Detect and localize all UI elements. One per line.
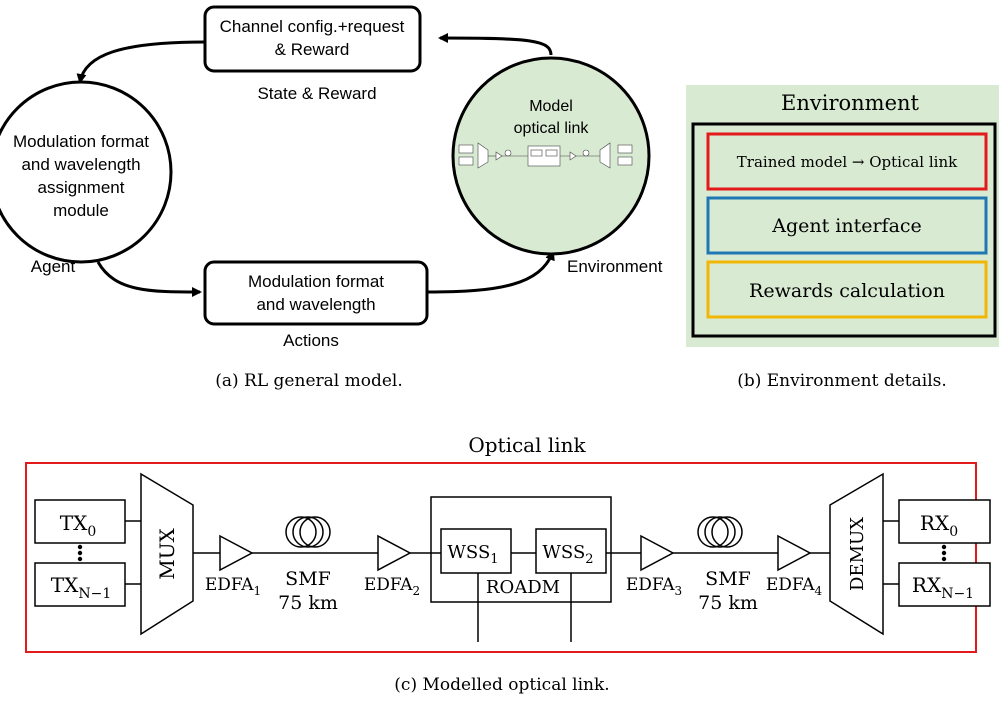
mini-optical-link-icon [458,142,633,169]
agent-circle-line4: module [53,201,109,220]
arrow-agent-to-bottom [96,261,202,297]
arrow-env-to-top [438,33,553,56]
demux-label: DEMUX [847,517,868,591]
smf1-coil-b [292,516,324,548]
agent-interface-box [706,196,988,255]
state-reward-box [203,5,422,73]
edfa3-label: EDFA3 [626,575,682,598]
smf1-line1: SMF [285,568,331,590]
optical-link-diagram: Optical link [25,433,991,695]
roadm-label: ROADM [486,577,560,598]
smf2-line2: 75 km [698,592,758,614]
environment-inner-box [691,122,997,338]
state-reward-label: State & Reward [257,84,376,103]
smf2-line1: SMF [705,568,751,590]
arrow-bottom-to-env [426,250,555,294]
wss2-label: WSS2 [542,542,593,567]
txn-box [34,562,126,607]
smf1-coil-a [285,516,317,548]
rx-ellipsis [941,544,947,562]
trained-model-text: Trained model → Optical link [737,153,958,171]
edfa4-label: EDFA4 [766,575,823,598]
rl-general-model: Channel config.+request & Reward State &… [0,5,663,391]
agent-circle-line1: Modulation format [13,132,149,151]
agent-circle [0,80,173,264]
smf2-coil-c [711,516,743,548]
rewards-calculation-box [706,260,988,319]
roadm-box [430,496,612,603]
edfa3-amplifier [640,534,675,572]
mux-block [140,472,194,636]
optical-link-title: Optical link [468,433,586,457]
actions-label: Actions [283,331,339,350]
caption-a: (a) RL general model. [215,371,403,391]
caption-c: (c) Modelled optical link. [394,675,609,695]
wss1-box [440,528,512,574]
caption-b: (b) Environment details. [737,371,947,391]
environment-title: Environment [781,91,920,115]
edfa1-amplifier [219,534,254,572]
rewards-calculation-text: Rewards calculation [749,280,945,302]
optical-link-frame [25,462,977,653]
smf1-coil-c [299,516,331,548]
state-reward-box-line1: Channel config.+request [220,17,405,36]
rx0-label: RX0 [920,511,958,540]
environment-panel [686,85,999,347]
tx0-label: TX0 [60,511,97,540]
tx-ellipsis [77,544,83,562]
mux-label: MUX [155,527,179,579]
rxn-label: RXN−1 [912,573,974,602]
agent-circle-line2: and wavelength [21,155,140,174]
smf2-coil-a [697,516,729,548]
edfa1-label: EDFA1 [205,575,261,598]
agent-interface-text: Agent interface [771,215,922,237]
actions-box-line1: Modulation format [248,272,384,291]
rx0-box [898,499,991,544]
rxn-box [898,562,991,607]
agent-circle-line3: assignment [38,178,125,197]
txn-label: TXN−1 [51,573,111,602]
wss1-label: WSS1 [447,542,498,567]
state-reward-box-line2: & Reward [275,40,350,59]
trained-model-box [706,132,988,191]
demux-block [829,472,884,636]
arrow-top-to-agent [76,40,206,84]
edfa2-amplifier [377,534,412,572]
agent-label: Agent [31,257,76,276]
smf1-line2: 75 km [278,592,338,614]
environment-circle-line1: Model [529,98,573,115]
environment-circle-line2: optical link [514,120,590,137]
smf2-coil-b [704,516,736,548]
actions-box [203,260,429,326]
wss2-box [535,528,607,574]
edfa2-label: EDFA2 [364,575,420,598]
environment-label: Environment [567,257,663,276]
environment-details: Environment Trained model → Optical link… [686,85,999,391]
edfa4-amplifier [777,534,812,572]
actions-box-line2: and wavelength [256,295,375,314]
